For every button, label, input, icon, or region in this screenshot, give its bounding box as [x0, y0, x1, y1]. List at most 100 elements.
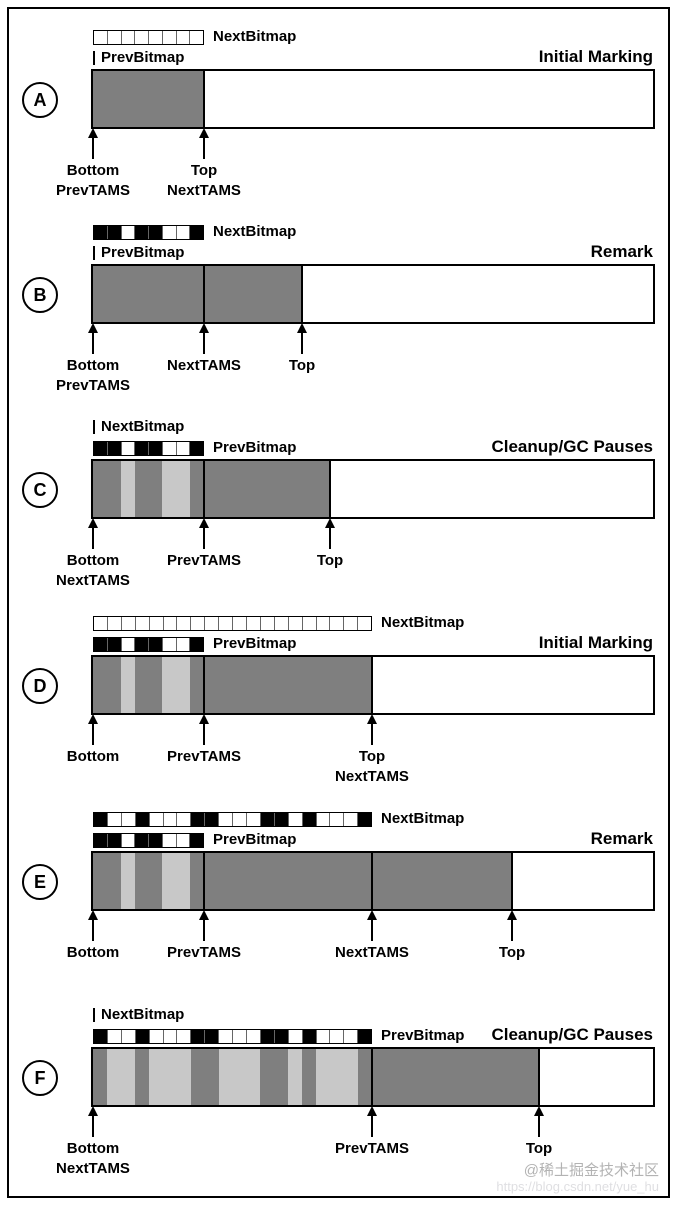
heap-segment-pattern [93, 461, 204, 517]
marker-label: NextTAMS [56, 1160, 130, 1177]
next-bitmap-cell [107, 31, 122, 44]
prev-bitmap-cell [190, 442, 203, 455]
dead-object-stripe [232, 1049, 247, 1105]
arrow-stem [92, 137, 94, 159]
prev-bitmap-cell [107, 834, 122, 847]
next-bitmap [93, 30, 204, 45]
next-bitmap-cell [135, 617, 150, 630]
marker-label: Bottom [66, 162, 120, 179]
prev-bitmap-cell [205, 1030, 220, 1043]
dead-object-stripe [148, 1049, 163, 1105]
next-bitmap-cell [219, 813, 234, 826]
arrow-up-icon [297, 323, 307, 333]
heap-segment-dark [372, 1049, 539, 1105]
dead-object-stripe [120, 657, 135, 713]
dead-object-stripe [120, 1049, 135, 1105]
prev-bitmap-cell [162, 638, 177, 651]
prev-bitmap-cell [94, 834, 108, 847]
dead-object-stripe [162, 1049, 177, 1105]
live-object-stripe [148, 853, 163, 909]
marker-label: NextTAMS [335, 768, 409, 785]
prev-bitmap [93, 1029, 372, 1044]
prev-bitmap-cell [107, 1030, 122, 1043]
next-bitmap-cell [149, 813, 164, 826]
live-object-stripe [260, 1049, 275, 1105]
next-bitmap-cell [316, 813, 331, 826]
prev-bitmap [93, 833, 204, 848]
live-object-stripe [148, 461, 163, 517]
arrow-up-icon [325, 518, 335, 528]
prev-bitmap-cell [107, 638, 122, 651]
arrow-stem [92, 1115, 94, 1137]
next-bitmap-empty-tick [93, 1008, 95, 1022]
dead-object-stripe [162, 657, 177, 713]
prev-bitmap [93, 637, 204, 652]
heap-segment-white [204, 71, 653, 127]
arrow-up-icon [367, 910, 377, 920]
panel-letter-badge: D [22, 668, 58, 704]
dead-object-stripe [176, 1049, 191, 1105]
heap-segment-pattern [93, 853, 204, 909]
arrow-stem [203, 919, 205, 941]
heap-segment-white [539, 1049, 653, 1105]
next-bitmap-cell [121, 226, 136, 239]
next-bitmap-cell [274, 617, 289, 630]
heap-segment-white [302, 266, 653, 322]
panel-letter-badge: A [22, 82, 58, 118]
next-bitmap-cell [246, 813, 261, 826]
prev-bitmap-empty-tick [93, 51, 95, 65]
marker-label: PrevTAMS [167, 944, 241, 961]
marker-label: Bottom [66, 552, 120, 569]
prev-bitmap-label: PrevBitmap [213, 831, 297, 848]
next-bitmap-cell [358, 813, 372, 826]
marker-label: PrevTAMS [56, 377, 130, 394]
bar-divider [203, 657, 205, 713]
heap-segment-white [512, 853, 653, 909]
arrow-up-icon [199, 128, 209, 138]
prev-bitmap-cell [94, 442, 108, 455]
prev-bitmap-cell [302, 1030, 317, 1043]
prev-bitmap-cell [288, 1030, 303, 1043]
panel-letter-badge: C [22, 472, 58, 508]
prev-bitmap-cell [274, 1030, 289, 1043]
prev-bitmap-cell [246, 1030, 261, 1043]
arrow-stem [203, 137, 205, 159]
next-bitmap-cell [107, 813, 122, 826]
marker-label: NextTAMS [167, 357, 241, 374]
next-bitmap-cell [233, 617, 247, 630]
heap-segment-dark [204, 657, 372, 713]
next-bitmap [93, 225, 204, 240]
dead-object-stripe [288, 1049, 303, 1105]
prev-bitmap-cell [149, 442, 163, 455]
bar-divider [301, 266, 303, 322]
heap-segment-white [372, 657, 653, 713]
arrow-stem [203, 527, 205, 549]
dead-object-stripe [176, 853, 191, 909]
next-bitmap-label: NextBitmap [381, 810, 465, 827]
next-bitmap-cell [233, 813, 247, 826]
live-object-stripe [134, 461, 149, 517]
next-bitmap-cell [149, 617, 164, 630]
panel-letter-badge: E [22, 864, 58, 900]
next-bitmap-label: NextBitmap [213, 28, 297, 45]
next-bitmap-cell [135, 31, 149, 44]
prev-bitmap-cell [190, 834, 203, 847]
arrow-stem [301, 332, 303, 354]
next-bitmap-cell [260, 617, 275, 630]
marker-label: Bottom [66, 357, 120, 374]
arrow-stem [371, 1115, 373, 1137]
marker-label: Top [190, 162, 218, 179]
phase-title: Initial Marking [538, 47, 653, 66]
phase-title: Initial Marking [538, 633, 653, 652]
prev-bitmap [93, 441, 204, 456]
prev-bitmap-cell [135, 834, 149, 847]
prev-bitmap-cell [135, 1030, 150, 1043]
next-bitmap-cell [316, 617, 331, 630]
live-object-stripe [204, 1049, 219, 1105]
prev-bitmap-cell [176, 442, 191, 455]
heap-segment-pattern [93, 657, 204, 713]
marker-label: Bottom [66, 944, 120, 961]
live-object-stripe [274, 1049, 289, 1105]
bar-divider [203, 71, 205, 127]
next-bitmap-cell [121, 31, 136, 44]
